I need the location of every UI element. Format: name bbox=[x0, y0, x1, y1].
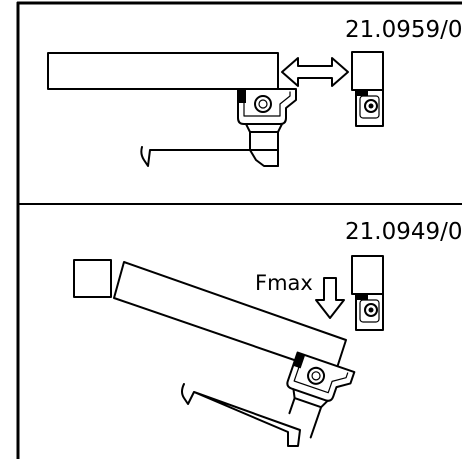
strike-keeper-bottom bbox=[351, 255, 384, 331]
panel-bottom: 21.0949/0 Fmax bbox=[73, 219, 462, 447]
force-label: Fmax bbox=[255, 271, 313, 295]
frame bbox=[16, 1, 462, 459]
strike-keeper bbox=[351, 51, 384, 127]
panel-bottom-code: 21.0949/0 bbox=[345, 219, 462, 245]
reference-square bbox=[73, 259, 112, 298]
double-arrow-icon bbox=[281, 57, 349, 87]
handle bbox=[140, 146, 279, 167]
door-leaf bbox=[47, 52, 279, 90]
panel-top-code: 21.0959/0 bbox=[345, 17, 462, 43]
lock-body-tilted bbox=[286, 351, 356, 439]
handle-tilted bbox=[181, 383, 301, 447]
down-arrow-icon bbox=[315, 277, 345, 319]
panel-top: 21.0959/0 bbox=[47, 17, 462, 167]
